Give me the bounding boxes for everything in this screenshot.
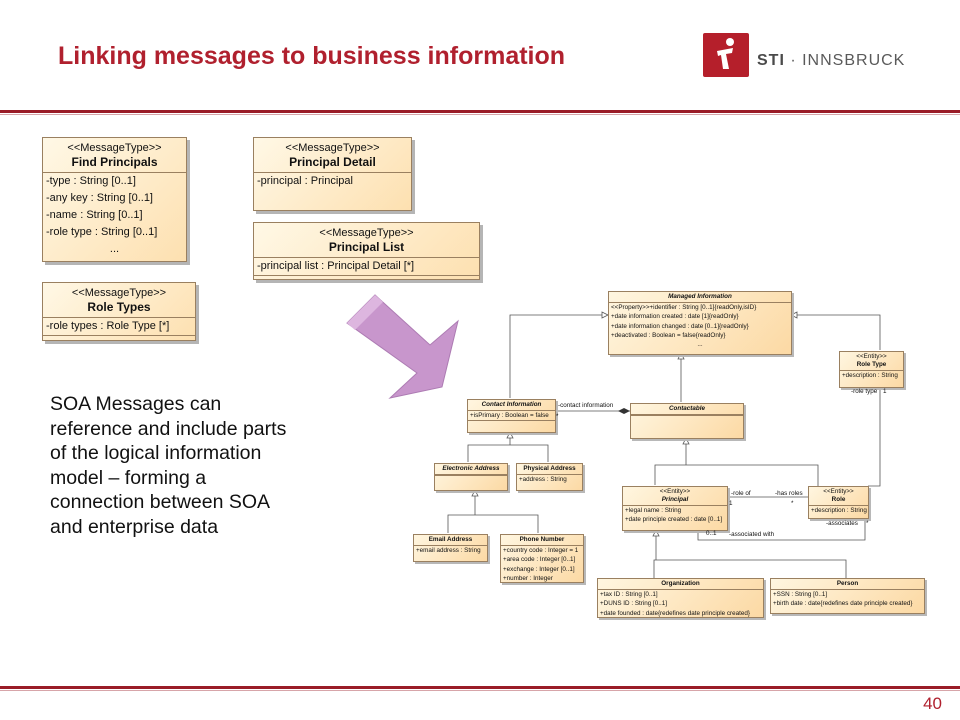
uml-role-type: <<Entity>>Role Type +description : Strin… bbox=[839, 351, 904, 388]
label-multiplicity: 1 bbox=[883, 388, 887, 395]
label-contact-information: -contact information bbox=[558, 402, 614, 409]
label-multiplicity: 0..1 bbox=[706, 530, 717, 537]
label-multiplicity: * bbox=[866, 520, 869, 527]
uml-organization: Organization +tax ID : String [0..1] +DU… bbox=[597, 578, 764, 618]
uml-email-address: Email Address +email address : String bbox=[413, 534, 488, 562]
label-multiplicity: * bbox=[791, 500, 794, 507]
label-associates: -associates bbox=[826, 520, 858, 527]
footer-rule bbox=[0, 686, 960, 689]
uml-physical-address: Physical Address +address : String bbox=[516, 463, 583, 491]
label-role-type: -role type bbox=[851, 388, 878, 395]
uml-electronic-address: Electronic Address bbox=[434, 463, 508, 491]
label-role-of: -role of bbox=[731, 490, 751, 497]
label-multiplicity: 1 bbox=[729, 500, 733, 507]
uml-managed-information: Managed Information <<Property>>+identif… bbox=[608, 291, 792, 355]
label-multiplicity: * bbox=[556, 413, 559, 420]
page-number: 40 bbox=[923, 694, 942, 713]
uml-role: <<Entity>>Role +description : String [0.… bbox=[808, 486, 869, 519]
uml-find-principals: <<MessageType>>Find Principals -type : S… bbox=[42, 137, 187, 262]
logo-text: STI · INNSBRUCK bbox=[757, 52, 906, 69]
label-associated-with: -associated with bbox=[729, 531, 775, 538]
uml-principal-list: <<MessageType>>Principal List -principal… bbox=[253, 222, 480, 280]
uml-contact-information: Contact Information +isPrimary : Boolean… bbox=[467, 399, 556, 433]
sti-logo-icon bbox=[703, 33, 749, 77]
header-rule-thin bbox=[0, 114, 960, 115]
uml-phone-number: Phone Number +country code : Integer = 1… bbox=[500, 534, 584, 583]
label-has-roles: -has roles bbox=[775, 490, 803, 497]
uml-principal: <<Entity>>Principal +legal name : String… bbox=[622, 486, 728, 531]
header-rule bbox=[0, 110, 960, 113]
uml-person: Person +SSN : String [0..1] +birth date … bbox=[770, 578, 925, 614]
slide-title: Linking messages to business information bbox=[58, 42, 566, 70]
uml-contactable: Contactable bbox=[630, 403, 744, 439]
description-text: SOA Messages can reference and include p… bbox=[50, 393, 287, 538]
footer-rule-thin bbox=[0, 690, 960, 691]
uml-principal-detail: <<MessageType>>Principal Detail -princip… bbox=[253, 137, 412, 211]
uml-role-types: <<MessageType>>Role Types -role types : … bbox=[42, 282, 196, 341]
